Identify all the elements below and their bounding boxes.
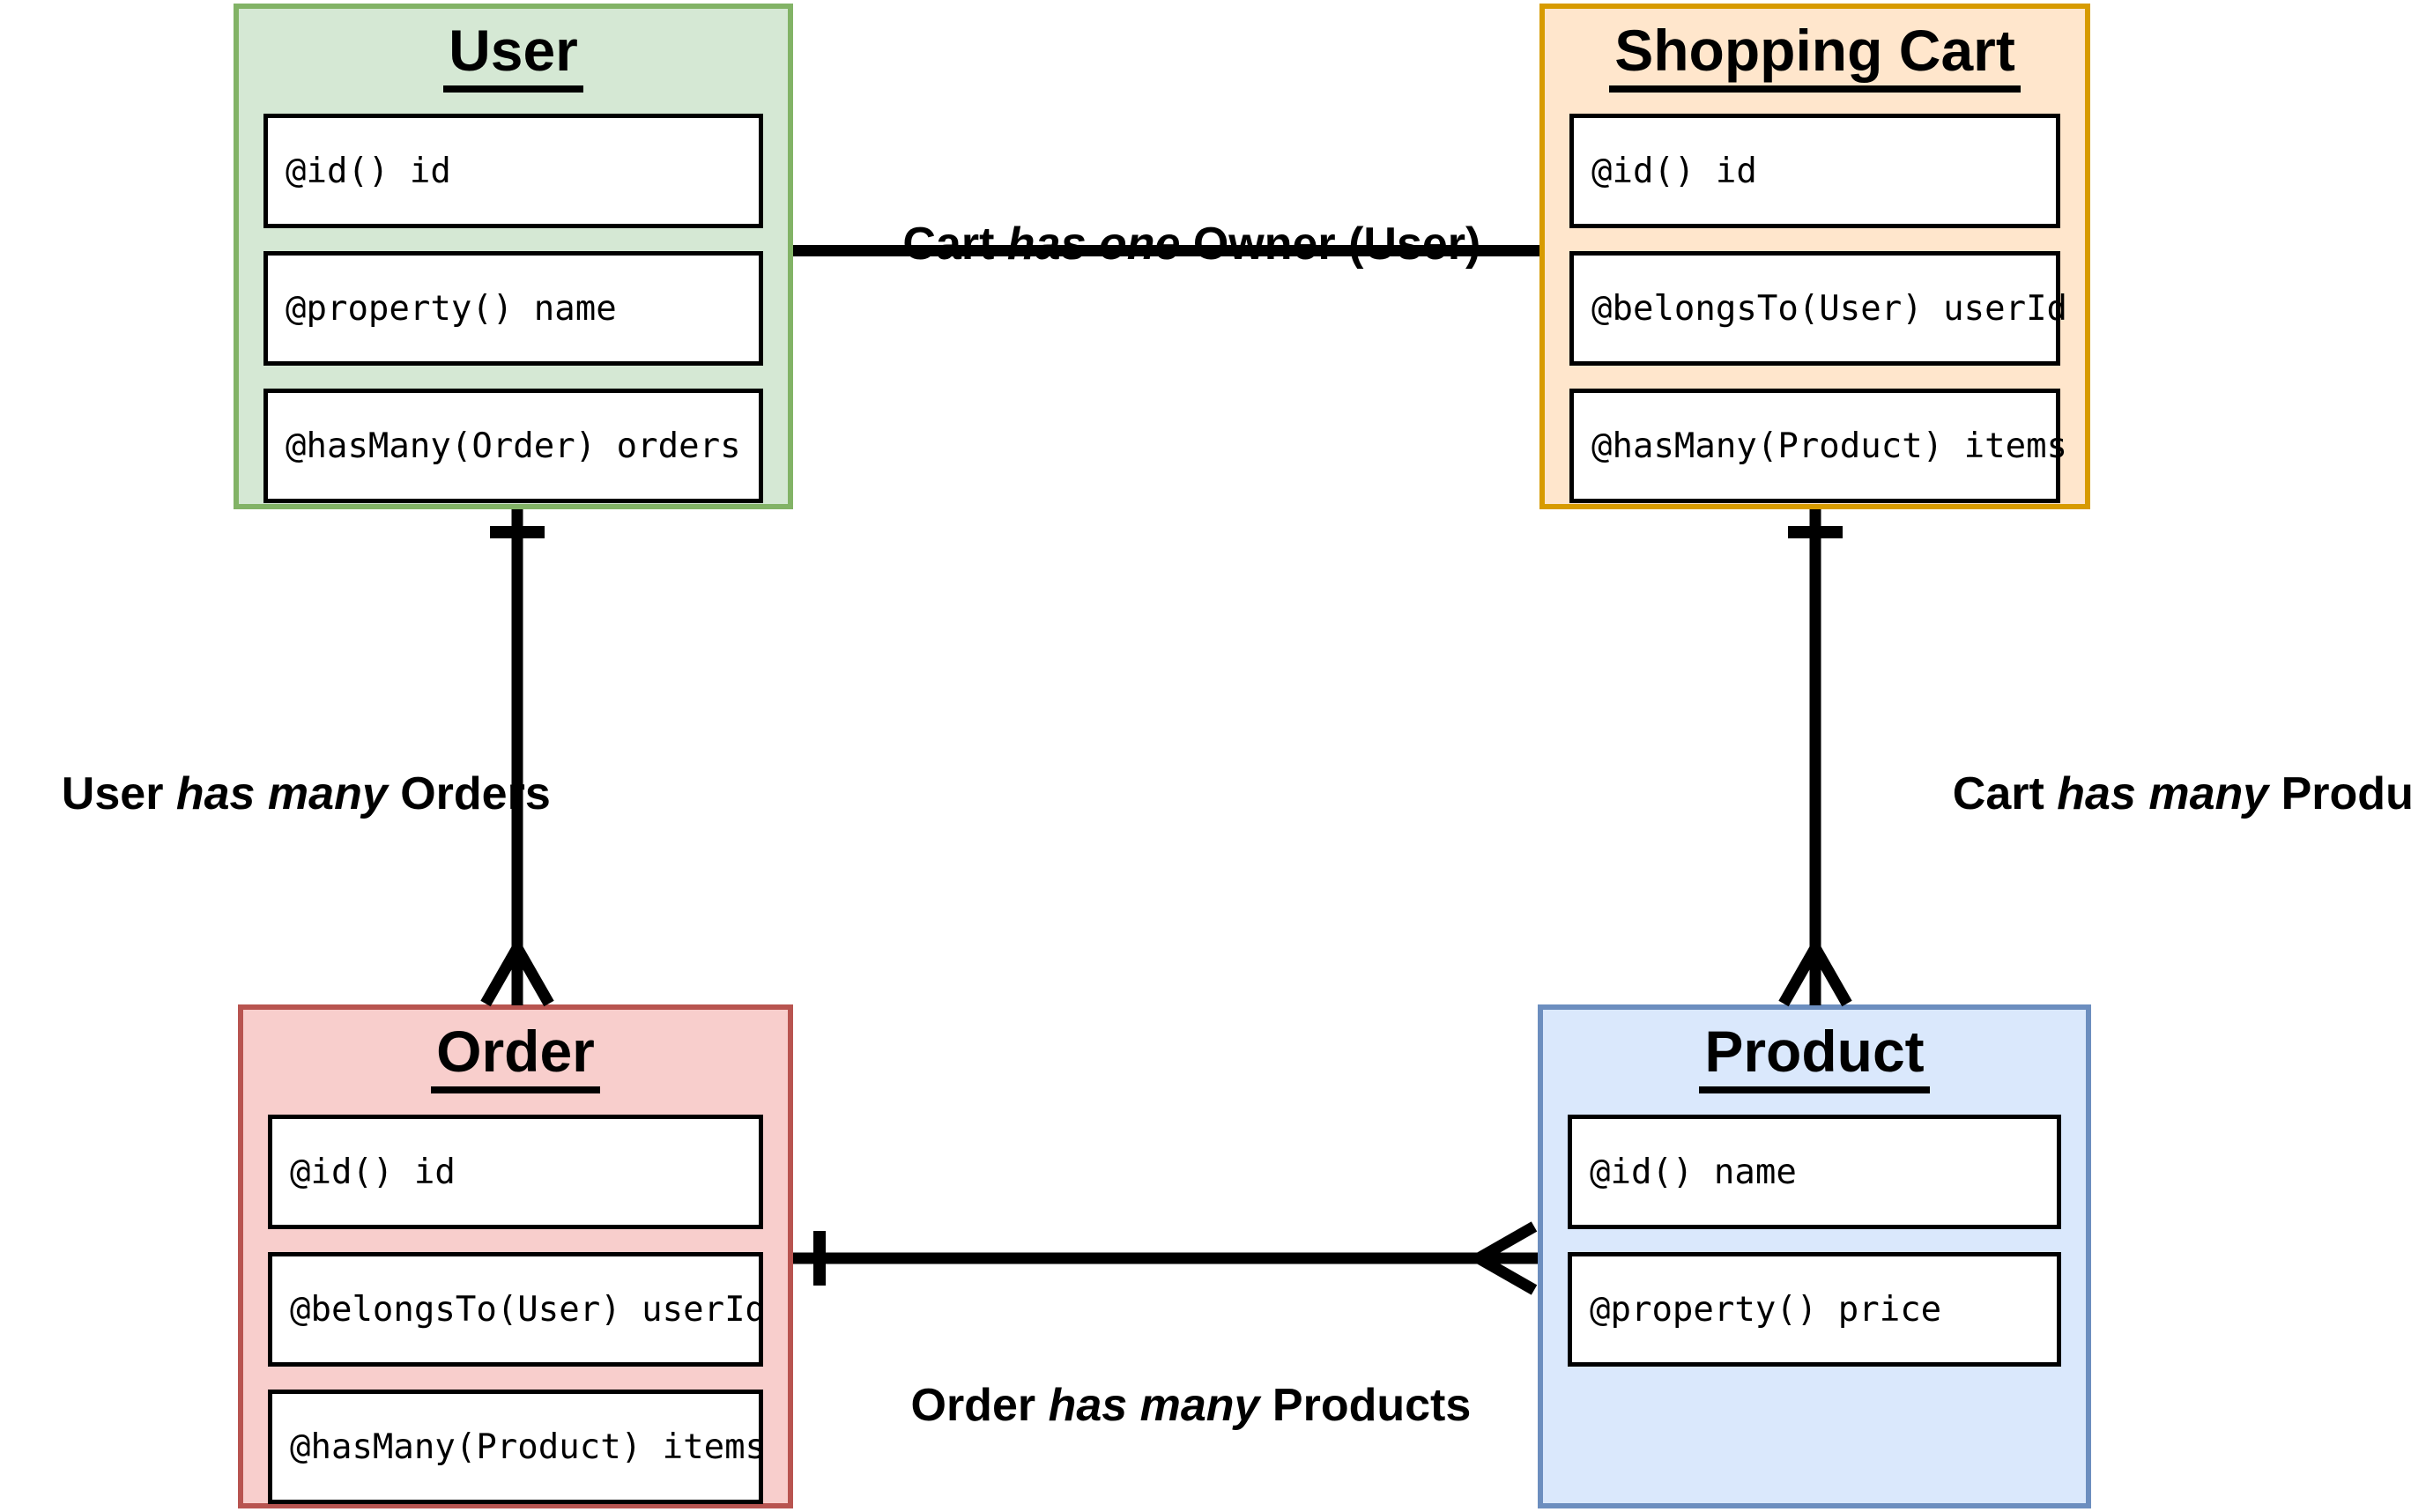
label-to: Products xyxy=(1259,1380,1472,1432)
relationship-label-user-has-many-orders: User has many Orders xyxy=(11,712,551,877)
label-verb: has many xyxy=(1048,1380,1260,1432)
label-to: Owner (User) xyxy=(1180,219,1481,271)
connector-user-cart xyxy=(793,245,1539,256)
relationship-label-order-has-many-products: Order has many Products xyxy=(793,1323,1538,1488)
entity-shopping-cart-field-items: @hasMany(Product) items xyxy=(1569,389,2067,504)
entity-user-field-id: @id() id xyxy=(263,114,763,229)
label-from: Cart xyxy=(902,219,1007,271)
entity-user-field-orders: @hasMany(Order) orders xyxy=(263,389,763,504)
entity-order-field-items: @hasMany(Product) items xyxy=(268,1390,766,1505)
label-verb: has one xyxy=(1006,219,1181,271)
label-verb: has many xyxy=(2057,768,2269,820)
entity-product-field-price: @property() price xyxy=(1568,1252,2061,1367)
connector-cart-product xyxy=(1778,509,1852,1007)
entity-shopping-cart-field-id: @id() id xyxy=(1569,114,2060,229)
label-from: Cart xyxy=(1952,768,2058,820)
label-to: Orders xyxy=(387,768,551,820)
entity-shopping-cart-title: Shopping Cart xyxy=(1609,16,2021,93)
label-from: Order xyxy=(910,1380,1049,1432)
entity-shopping-cart: Shopping Cart @id() id @belongsTo(User) … xyxy=(1539,4,2090,509)
entity-order-field-id: @id() id xyxy=(268,1115,763,1230)
label-verb: has many xyxy=(175,768,388,820)
entity-product-title: Product xyxy=(1699,1017,1930,1094)
entity-product: Product @id() name @property() price xyxy=(1538,1004,2091,1508)
label-from: User xyxy=(61,768,176,820)
entity-order-field-userid: @belongsTo(User) userId xyxy=(268,1252,766,1367)
entity-shopping-cart-field-userid: @belongsTo(User) userId xyxy=(1569,251,2067,367)
crow-foot-many-marker-order xyxy=(480,945,554,1007)
connector-order-product xyxy=(793,1221,1538,1295)
relationship-label-cart-has-many-products: Cart has many Products xyxy=(1902,712,2411,877)
entity-user: User @id() id @property() name @hasMany(… xyxy=(234,4,793,509)
relationship-label-cart-has-one-owner: Cart has one Owner (User) xyxy=(793,162,1539,327)
entity-order: Order @id() id @belongsTo(User) userId @… xyxy=(238,1004,793,1508)
crow-foot-many-marker-product-left xyxy=(1475,1221,1538,1295)
entity-user-title: User xyxy=(443,16,583,93)
entity-order-title: Order xyxy=(431,1017,600,1094)
entity-product-field-name: @id() name xyxy=(1568,1115,2061,1230)
label-to: Products xyxy=(2281,768,2411,820)
crow-foot-many-marker-product xyxy=(1778,945,1852,1007)
connector-user-order xyxy=(480,509,554,1007)
entity-user-field-name: @property() name xyxy=(263,251,763,367)
